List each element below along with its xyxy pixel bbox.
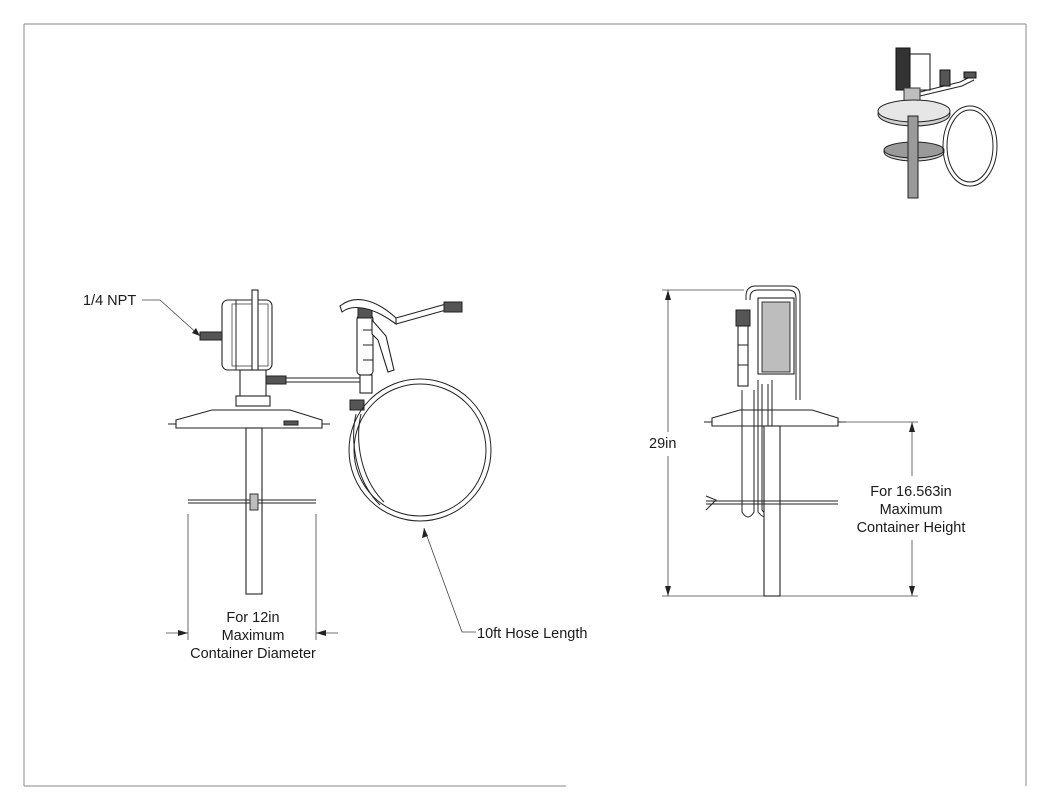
side-suction-tube (763, 425, 781, 597)
hose-coil (353, 383, 487, 517)
suction-tube (245, 427, 263, 595)
air-inlet-fitting (199, 331, 223, 341)
drum-cover (175, 409, 323, 429)
diameter-label-line1: For 12in (226, 610, 279, 626)
height-label-line1: For 16.563in (870, 484, 951, 500)
gun-trigger (371, 318, 395, 373)
port-label: 1/4 NPT (83, 293, 136, 309)
side-view (662, 285, 918, 597)
pump-housing (221, 299, 273, 371)
side-drum-cover (711, 409, 839, 427)
front-view (142, 289, 492, 640)
sheet-frame (23, 23, 1027, 787)
isometric-view (877, 47, 998, 199)
iso-motor (907, 53, 931, 91)
diameter-label-line3: Container Diameter (190, 646, 316, 662)
total-height-label: 29in (649, 436, 676, 452)
height-label-line2: Maximum (880, 502, 943, 518)
diameter-label-line2: Maximum (222, 628, 285, 644)
height-label-line3: Container Height (857, 520, 966, 536)
hose-length-label: 10ft Hose Length (477, 626, 587, 642)
